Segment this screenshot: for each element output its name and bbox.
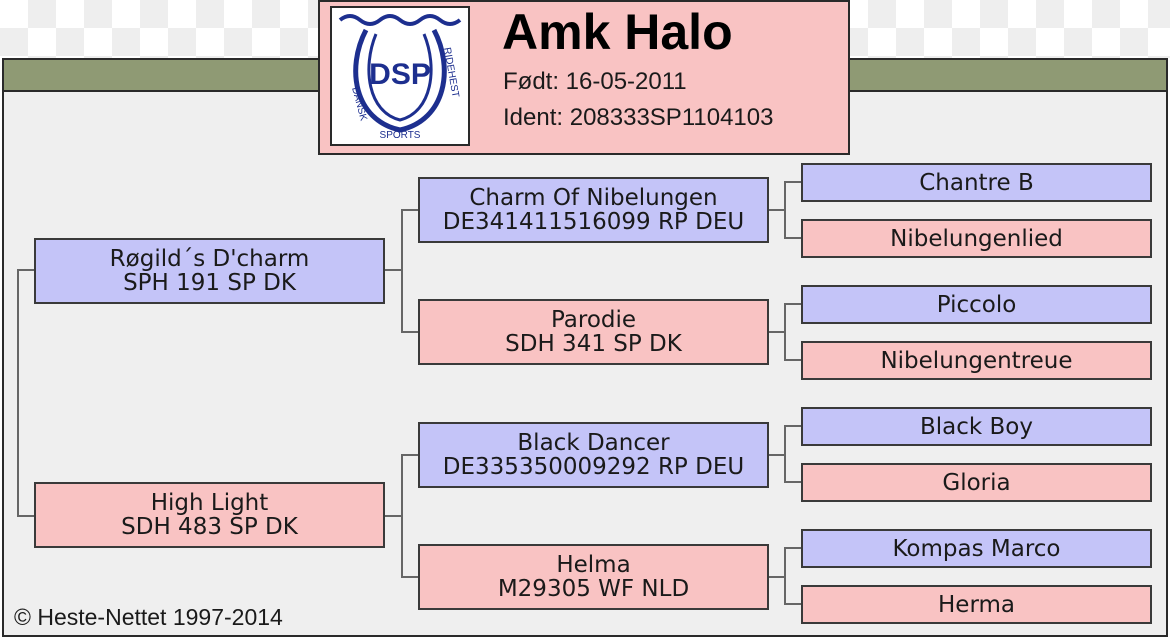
sire-sire-reg: DE341411516099 RP DEU [442,209,745,235]
sire-dam-box[interactable]: Parodie SDH 341 SP DK [418,299,769,365]
dam-reg: SDH 483 SP DK [121,514,298,540]
sire-dam-name: Parodie [550,307,637,333]
dsp-logo: DSP DANSK RIDEHEST SPORTS [330,6,470,146]
gen3-dss-box[interactable]: Black Boy [801,407,1152,446]
dam-dam-box[interactable]: Helma M29305 WF NLD [418,544,769,610]
gen3-dss-name: Black Boy [919,413,1033,440]
sire-sire-box[interactable]: Charm Of Nibelungen DE341411516099 RP DE… [418,177,769,243]
gen3-dds-box[interactable]: Kompas Marco [801,529,1152,568]
gen3-sds-box[interactable]: Piccolo [801,285,1152,324]
sire-dam-reg: SDH 341 SP DK [505,331,682,357]
dam-dam-name: Helma [556,552,631,578]
sire-box[interactable]: Røgild´s D'charm SPH 191 SP DK [34,238,385,304]
gen3-dds-name: Kompas Marco [892,535,1061,562]
horse-name: Amk Halo [502,4,733,60]
gen3-sss-box[interactable]: Chantre B [801,163,1152,202]
gen3-ssd-box[interactable]: Nibelungenlied [801,219,1152,258]
dam-sire-box[interactable]: Black Dancer DE335350009292 RP DEU [418,422,769,488]
gen3-dsd-box[interactable]: Gloria [801,463,1152,502]
svg-text:DSP: DSP [369,58,431,91]
ident-number: Ident: 208333SP1104103 [503,104,774,131]
dam-sire-name: Black Dancer [517,430,670,456]
copyright-text: © Heste-Nettet 1997-2014 [14,604,283,630]
dam-sire-reg: DE335350009292 RP DEU [442,454,745,480]
gen3-sdd-name: Nibelungentreue [880,347,1073,374]
dam-dam-reg: M29305 WF NLD [497,576,690,602]
sire-name: Røgild´s D'charm [109,246,310,272]
gen3-sss-name: Chantre B [919,169,1034,196]
gen3-sds-name: Piccolo [936,291,1017,318]
svg-text:SPORTS: SPORTS [380,130,421,141]
horse-header: DSP DANSK RIDEHEST SPORTS Amk Halo Født:… [318,0,850,155]
gen3-ddd-box[interactable]: Herma [801,585,1152,624]
dam-box[interactable]: High Light SDH 483 SP DK [34,482,385,548]
gen3-sdd-box[interactable]: Nibelungentreue [801,341,1152,380]
sire-reg: SPH 191 SP DK [123,270,296,296]
sire-sire-name: Charm Of Nibelungen [469,185,718,211]
dam-name: High Light [150,490,269,516]
gen3-dsd-name: Gloria [942,469,1011,496]
gen3-ssd-name: Nibelungenlied [890,225,1063,252]
birth-date: Født: 16-05-2011 [503,68,687,95]
gen3-ddd-name: Herma [938,591,1015,618]
